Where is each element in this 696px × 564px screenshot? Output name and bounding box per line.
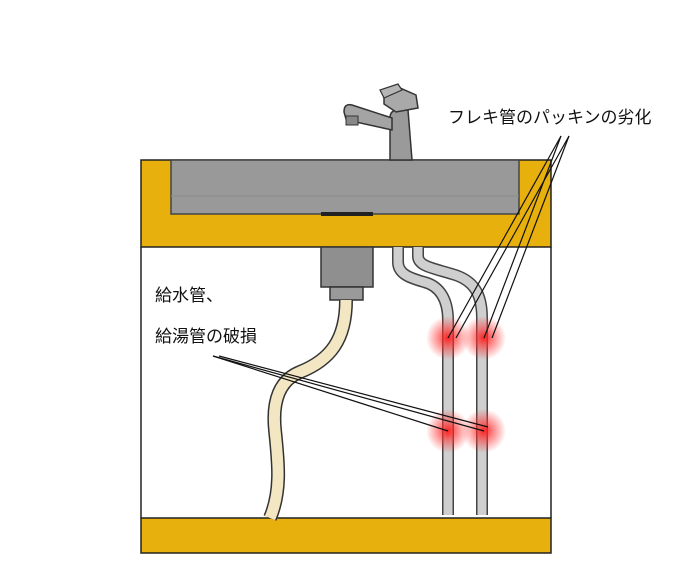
faucet xyxy=(343,83,419,161)
supply-pipe-left xyxy=(392,247,454,515)
gasket-deterioration-label: フレキ管のパッキンの劣化 xyxy=(448,108,652,128)
supply-pipe-label: 給水管、 xyxy=(155,286,223,306)
hot-water-pipe-damage-label: 給湯管の破損 xyxy=(155,327,257,347)
leader-line-gasket-left-b xyxy=(455,135,570,339)
drain-fitting xyxy=(320,246,374,301)
leader-line-pipe-left xyxy=(212,355,449,432)
leader-line-pipe-right-b xyxy=(218,355,489,428)
cabinet-bottom-board xyxy=(140,517,552,554)
leader-line-gasket-left-a xyxy=(447,135,562,339)
supply-pipe-right xyxy=(412,247,488,515)
leader-line-pipe-right-a xyxy=(212,355,485,432)
leader-line-gasket-right-b xyxy=(491,135,570,339)
sink-drain-slot xyxy=(321,212,373,216)
sink-basin xyxy=(170,159,520,215)
leader-line-gasket-right-a xyxy=(483,135,562,339)
